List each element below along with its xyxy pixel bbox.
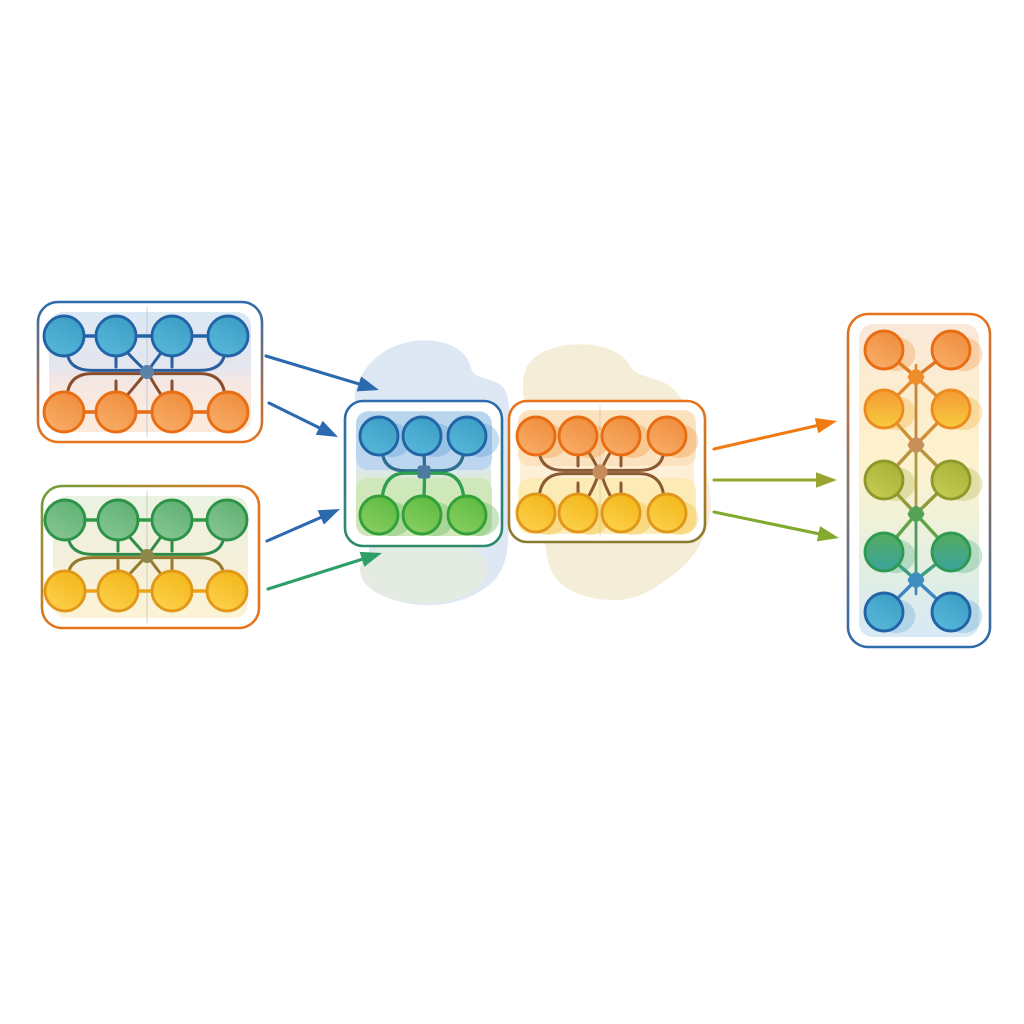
node-circle-orangeyellow — [930, 388, 972, 430]
node-circle-blue — [358, 415, 400, 457]
arrow-source-top-to-merge-1 — [264, 354, 379, 392]
hub-node — [140, 549, 154, 563]
stack-hub-diamond — [907, 505, 925, 523]
node-circle-sage — [205, 498, 249, 542]
stack-diagonal — [916, 489, 942, 514]
node-circle-yellow — [515, 492, 557, 534]
stack-diagonal — [893, 445, 916, 470]
node-circle-orange — [94, 390, 138, 434]
node-circle-orangeyellow — [863, 388, 905, 430]
hub-node — [592, 464, 608, 480]
stack-diagonal — [916, 580, 941, 603]
node-circle-sage — [150, 498, 194, 542]
node-circle-yellow — [557, 492, 599, 534]
stack-diagonal — [916, 418, 942, 445]
node-circle-orange — [42, 390, 86, 434]
link-outer — [429, 471, 466, 502]
source-model-bottom — [40, 484, 261, 630]
node-circle-orange — [557, 415, 599, 457]
node-circle-sage — [43, 498, 87, 542]
node-circle-blue — [150, 314, 194, 358]
arrow-head — [814, 418, 837, 434]
node-circle-blue — [401, 415, 443, 457]
node-circle-yellow — [43, 569, 87, 613]
node-circle-yellow — [96, 569, 140, 613]
stack-diagonal — [892, 514, 916, 542]
node-circle-green — [446, 494, 488, 536]
node-circle-blue — [42, 314, 86, 358]
arrow-head — [317, 509, 340, 525]
arrow-head — [359, 551, 382, 567]
node-circle-orange — [515, 415, 557, 457]
arrow-shaft — [712, 422, 824, 451]
node-circle-greenteal — [930, 531, 972, 573]
node-circle-green — [401, 494, 443, 536]
node-circle-yellow — [205, 569, 249, 613]
arrow-shaft — [264, 354, 367, 388]
stack-diagonal — [916, 445, 942, 471]
stack-hub-diamond — [907, 571, 925, 589]
node-circle-orange — [600, 415, 642, 457]
node-circle-orange — [646, 415, 688, 457]
node-circle-yellow — [150, 569, 194, 613]
arrow-source-bottom-to-merge-2 — [266, 551, 382, 591]
arrow-head — [315, 420, 338, 437]
node-circle-orange — [150, 390, 194, 434]
source-model-top — [36, 300, 264, 444]
node-circle-blue — [206, 314, 250, 358]
stack-diagonal — [916, 514, 942, 542]
arrow-head — [816, 472, 837, 488]
arrow-head — [356, 376, 379, 392]
link-outer — [380, 471, 419, 502]
node-circle-blue — [94, 314, 138, 358]
node-circle-yellow — [646, 492, 688, 534]
stack-diagonal — [893, 489, 916, 514]
merged-model-orange-yellow — [507, 399, 707, 544]
arrow-shaft — [712, 510, 826, 537]
arrow-merge-to-output-3 — [712, 510, 839, 542]
node-circle-olive — [930, 459, 972, 501]
arrow-shaft — [266, 555, 370, 591]
node-circle-olive — [863, 459, 905, 501]
node-circle-greenteal — [863, 531, 905, 573]
watercolor-blob-blue-bottom — [360, 536, 488, 604]
node-circle-blue — [930, 591, 972, 633]
arrow-head — [816, 526, 839, 542]
node-circle-yellow — [600, 492, 642, 534]
output-model-stack — [846, 312, 992, 649]
node-circle-orange — [206, 390, 250, 434]
arrow-source-top-to-merge-2 — [267, 401, 338, 437]
node-circle-green — [358, 494, 400, 536]
merged-model-blue-green — [343, 399, 504, 548]
node-circle-sage — [96, 498, 140, 542]
stack-hub-diamond — [907, 436, 925, 454]
node-circle-orange — [863, 329, 905, 371]
node-circle-orange — [930, 329, 972, 371]
stack-diagonal — [916, 377, 941, 400]
arrow-source-bottom-to-merge-1 — [265, 509, 340, 543]
hub-node — [140, 365, 154, 379]
node-circle-blue — [446, 415, 488, 457]
arrow-merge-to-output-1 — [712, 418, 837, 451]
stack-hub-diamond — [907, 368, 925, 386]
node-circle-blue — [863, 591, 905, 633]
arrow-shaft — [265, 513, 328, 543]
arrow-merge-to-output-2 — [712, 472, 837, 488]
hub-node — [417, 465, 431, 479]
stack-diagonal — [892, 419, 916, 445]
arrow-shaft — [267, 401, 327, 432]
